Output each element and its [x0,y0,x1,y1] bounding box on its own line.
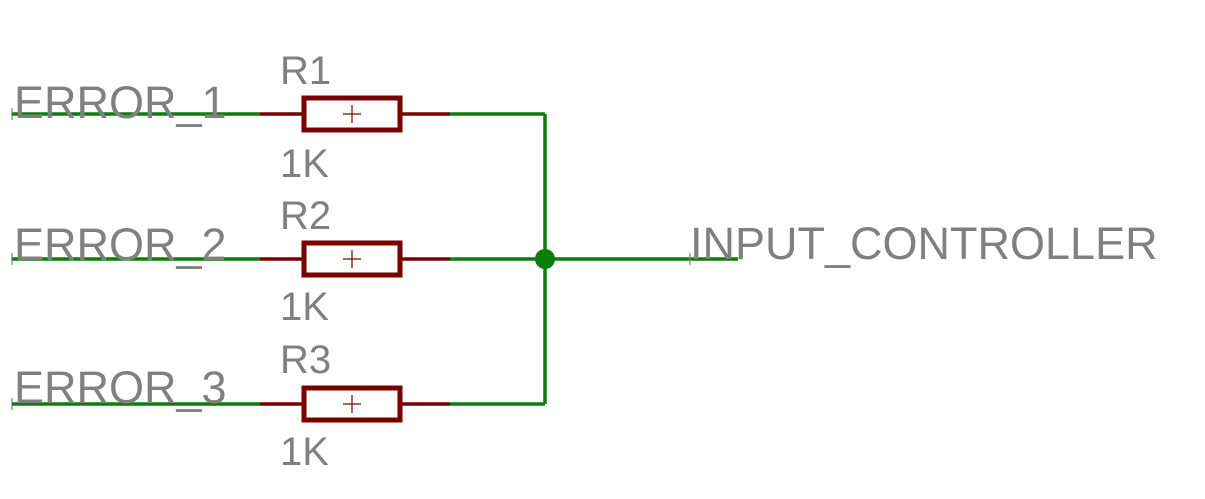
net-label-error-1: ERROR_1 [14,77,227,128]
r1-ref-label: R1 [280,49,331,93]
r3-value-label: 1K [280,430,329,474]
net-label-error-3: ERROR_3 [14,362,227,413]
r2-value-label: 1K [280,285,329,329]
r2-ref-label: R2 [280,194,331,238]
net-label-input-controller: INPUT_CONTROLLER [690,218,1158,269]
junction-dot [535,249,555,269]
net-label-error-2: ERROR_2 [14,219,227,270]
r3-ref-label: R3 [280,338,331,382]
r1-value-label: 1K [280,142,329,186]
